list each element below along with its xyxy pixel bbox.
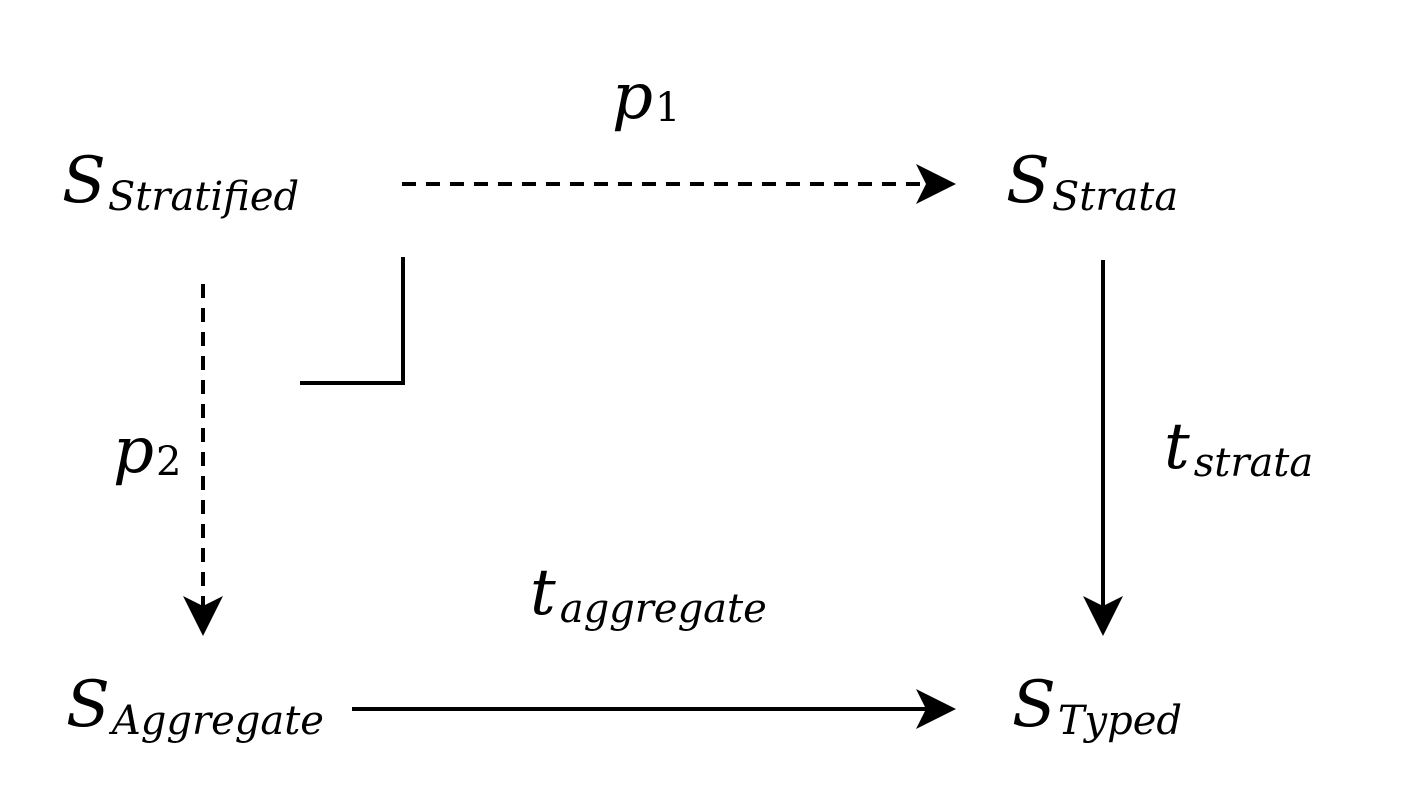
node-s-aggregate-main: S <box>66 668 110 742</box>
label-t-aggregate-main: t <box>530 556 556 630</box>
label-p2: p2 <box>113 414 181 488</box>
node-s-typed-main: S <box>1012 668 1056 742</box>
node-s-typed: STyped <box>1012 668 1182 744</box>
svg-text:SStratified: SStratified <box>62 144 299 220</box>
node-s-stratified-main: S <box>62 144 106 218</box>
node-s-aggregate-subscript: Aggregate <box>108 698 324 744</box>
node-s-aggregate: SAggregate <box>66 668 324 744</box>
label-t-strata-main: t <box>1164 410 1190 484</box>
node-s-strata-subscript: Strata <box>1052 174 1178 220</box>
label-p1-subscript: 1 <box>655 85 680 131</box>
label-t-strata-subscript: strata <box>1194 440 1314 486</box>
pullback-corner-marker <box>300 257 405 385</box>
label-t-aggregate-subscript: aggregate <box>560 586 767 632</box>
node-s-strata: SStrata <box>1006 144 1178 220</box>
label-p1: p1 <box>612 60 680 134</box>
node-s-stratified-subscript: Stratified <box>108 174 299 220</box>
node-s-strata-main: S <box>1006 144 1050 218</box>
svg-text:SStrata: SStrata <box>1006 144 1178 220</box>
node-s-stratified: SStratified <box>62 144 299 220</box>
svg-text:p2: p2 <box>113 414 181 488</box>
label-p2-subscript: 2 <box>156 439 181 485</box>
label-p2-main: p <box>113 414 154 488</box>
svg-text:SAggregate: SAggregate <box>66 668 324 744</box>
svg-text:p1: p1 <box>612 60 680 134</box>
svg-text:STyped: STyped <box>1012 668 1182 744</box>
label-p1-main: p <box>612 60 653 134</box>
node-s-typed-subscript: Typed <box>1058 698 1182 744</box>
